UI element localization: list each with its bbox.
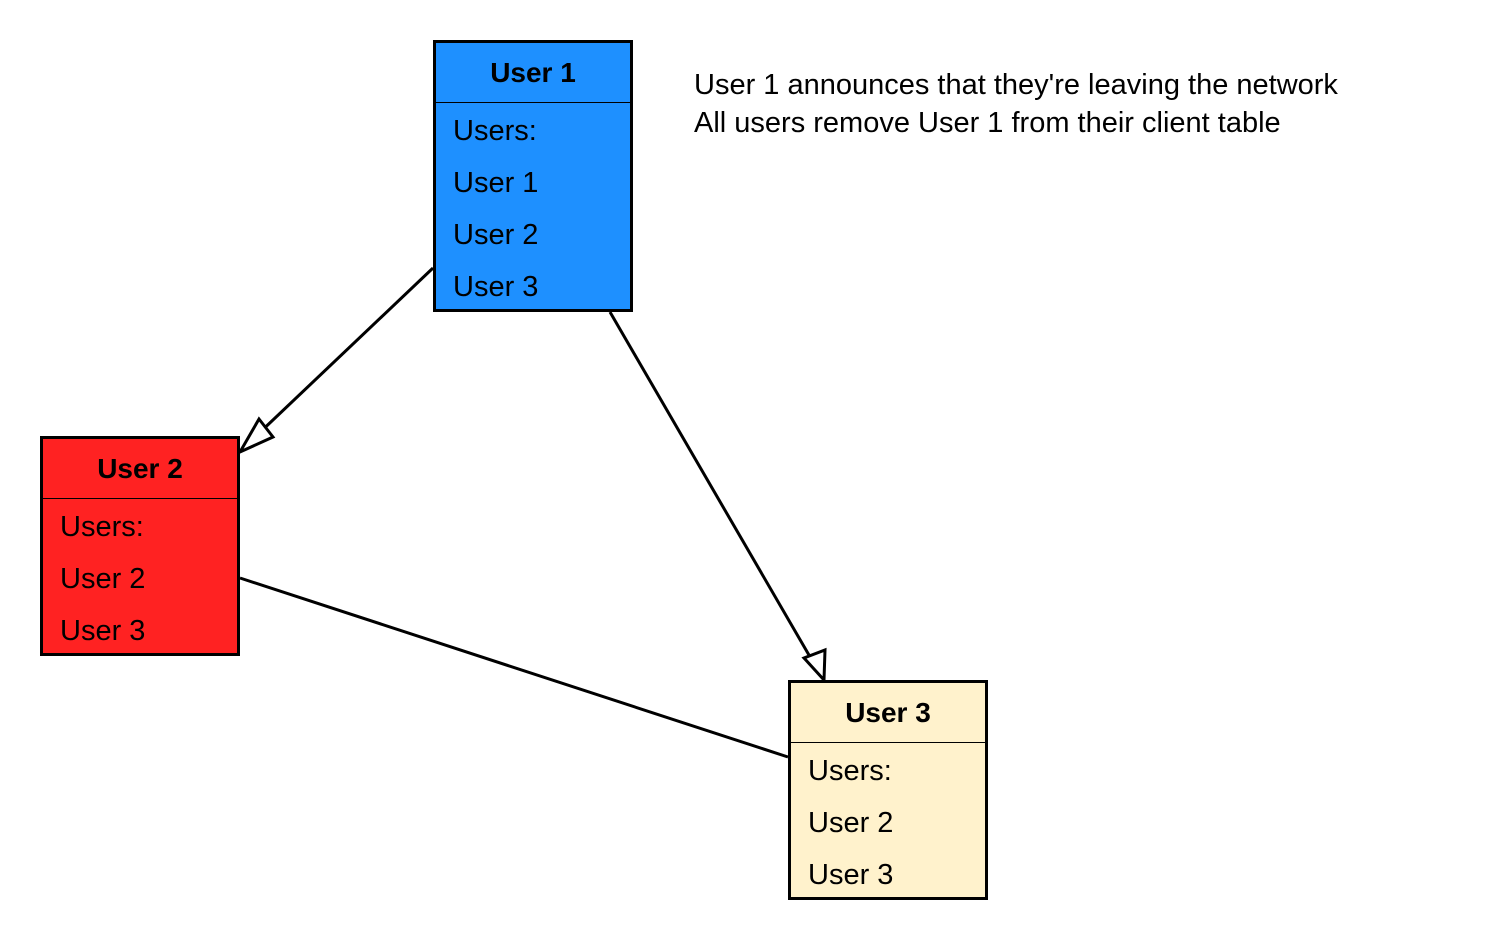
annotation-line-2: All users remove User 1 from their clien… [694,107,1281,139]
node-user-2-row: User 2 [60,563,146,595]
node-user-3-list: Users: User 2 User 3 [791,743,985,907]
node-user-1[interactable]: User 1 Users: User 1 User 2 User 3 [433,40,633,312]
node-user-1-row: Users: [453,115,537,147]
node-user-2-row: Users: [60,511,144,543]
arrowhead-user2-icon [236,416,276,456]
node-user-2-list: Users: User 2 User 3 [43,499,237,663]
annotation-note: User 1 announces that they're leaving th… [694,66,1338,142]
edge-user2-to-user3 [239,576,789,759]
node-user-2-row: User 3 [60,615,146,647]
node-user-1-row: User 3 [453,271,539,303]
annotation-line-1: User 1 announces that they're leaving th… [694,69,1338,101]
arrowhead-user3-icon [801,647,827,684]
node-user-2[interactable]: User 2 Users: User 2 User 3 [40,436,240,656]
node-user-1-row: User 1 [453,167,539,199]
node-user-1-row: User 2 [453,219,539,251]
node-user-3-row: User 3 [808,859,894,891]
node-user-3-row: User 2 [808,807,894,839]
node-user-2-title: User 2 [43,439,237,499]
node-user-1-title: User 1 [436,43,630,103]
node-user-3-title: User 3 [791,683,985,743]
node-user-3-row: Users: [808,755,892,787]
edge-user1-to-user3 [608,311,815,663]
node-user-1-list: Users: User 1 User 2 User 3 [436,103,630,319]
node-user-3[interactable]: User 3 Users: User 2 User 3 [788,680,988,900]
edge-user1-to-user2 [252,266,435,440]
